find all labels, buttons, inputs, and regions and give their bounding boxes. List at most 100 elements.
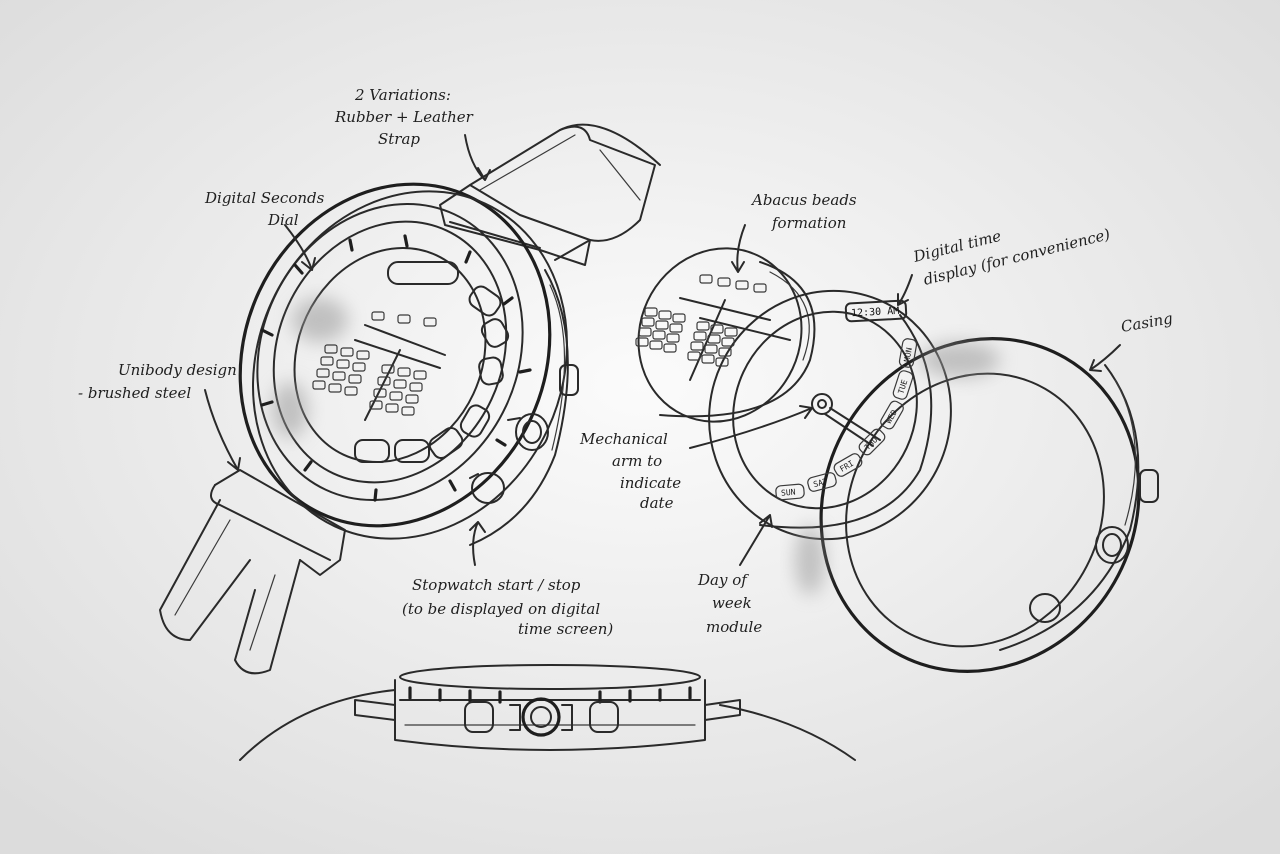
abacus-bead (340, 347, 354, 357)
main-watch-drawing (159, 123, 661, 675)
abacus-bead (693, 331, 707, 341)
abacus-bead (377, 376, 391, 386)
abacus-bead (423, 317, 437, 327)
time-display-readout: 12:30 AM (851, 306, 900, 320)
abacus-bead (701, 354, 715, 364)
abacus-bead (389, 391, 403, 401)
abacus-bead (324, 344, 338, 354)
abacus-bead (352, 362, 366, 372)
weekday-pill: TUE (892, 370, 914, 400)
abacus-bead (393, 379, 407, 389)
note-digital-seconds-dial: Digital Seconds Dial (204, 189, 325, 229)
weekday-pill: SAT (807, 472, 837, 492)
abacus-bead (401, 406, 415, 416)
note-unibody-design: Unibody design - brushed steel (78, 361, 237, 402)
abacus-bead (753, 283, 767, 293)
abacus-bead (715, 357, 729, 367)
abacus-bead (655, 320, 669, 330)
abacus-bead (638, 327, 652, 337)
svg-text:Abacus beads: Abacus beads (750, 191, 857, 209)
abacus-bead (644, 307, 658, 317)
svg-text:Mechanical: Mechanical (579, 430, 668, 448)
abacus-bead (718, 347, 732, 357)
abacus-bead (717, 277, 731, 287)
abacus-bead (704, 344, 718, 354)
abacus-bead (336, 359, 350, 369)
abacus-bead (658, 310, 672, 320)
abacus-bead (652, 330, 666, 340)
abacus-bead (699, 274, 713, 284)
svg-text:- brushed steel: - brushed steel (78, 384, 191, 402)
svg-text:formation: formation (771, 214, 846, 232)
note-abacus-beads: Abacus beads formation (750, 191, 857, 232)
svg-text:(to be displayed on digital: (to be displayed on digital (402, 600, 600, 618)
abacus-bead (707, 334, 721, 344)
note-day-of-week: Day of week module (697, 571, 762, 636)
abacus-bead (312, 380, 326, 390)
abacus-bead (397, 314, 411, 324)
main-watch-crowns (469, 364, 579, 504)
abacus-bead (385, 403, 399, 413)
digital-seconds-segments (354, 261, 510, 463)
abacus-bead (735, 280, 749, 290)
abacus-bead (348, 374, 362, 384)
svg-text:indicate: indicate (620, 474, 681, 492)
svg-text:Stopwatch start / stop: Stopwatch start / stop (412, 576, 581, 594)
note-mechanical-arm: Mechanical arm to indicate date (579, 430, 681, 512)
svg-text:time screen): time screen) (518, 620, 613, 638)
top-strap (439, 123, 661, 266)
abacus-bead (672, 313, 686, 323)
abacus-bead (696, 321, 710, 331)
annotation-arrows (204, 134, 1121, 566)
abacus-bead (405, 394, 419, 404)
bottom-strap (159, 469, 346, 675)
svg-text:Digital Seconds: Digital Seconds (204, 189, 325, 207)
abacus-bead (687, 351, 701, 361)
abacus-bead (332, 371, 346, 381)
abacus-bead (381, 364, 395, 374)
svg-text:arm to: arm to (612, 452, 662, 470)
bezel-ticks (260, 234, 532, 502)
svg-text:2 Variations:: 2 Variations: (354, 86, 451, 104)
side-view-drawing (239, 664, 856, 761)
abacus-bead (649, 340, 663, 350)
weekday-pill: SUN (775, 483, 805, 501)
svg-text:date: date (640, 494, 674, 512)
abacus-bead (409, 382, 423, 392)
abacus-bead (710, 324, 724, 334)
casing-part (795, 337, 1159, 673)
exploded-view-drawing (637, 247, 1159, 673)
weekday-label: SAT (812, 477, 828, 489)
abacus-bead (356, 350, 370, 360)
svg-text:Dial: Dial (267, 211, 299, 229)
abacus-bead (373, 388, 387, 398)
abacus-bead (666, 333, 680, 343)
svg-text:Day of: Day of (697, 571, 749, 589)
note-strap-variations: 2 Variations: Rubber + Leather Strap (334, 86, 474, 148)
note-stopwatch: Stopwatch start / stop (to be displayed … (402, 576, 613, 638)
abacus-bead (369, 400, 383, 410)
weekday-label: MON (902, 347, 913, 363)
svg-text:Unibody design: Unibody design (118, 361, 237, 379)
weekday-label: SUN (781, 488, 796, 498)
abacus-bead (320, 356, 334, 366)
svg-text:week: week (712, 594, 752, 612)
abacus-bead (690, 341, 704, 351)
abacus-bead (413, 370, 427, 380)
abacus-bead (721, 337, 735, 347)
abacus-bead (397, 367, 411, 377)
abacus-bead (663, 343, 677, 353)
abacus-bead (344, 386, 358, 396)
abacus-bead (641, 317, 655, 327)
abacus-bead (635, 337, 649, 347)
svg-text:Strap: Strap (378, 130, 420, 148)
svg-text:Rubber + Leather: Rubber + Leather (334, 108, 474, 126)
weekday-label: TUE (896, 378, 909, 395)
abacus-bead (371, 311, 385, 321)
abacus-bead (669, 323, 683, 333)
abacus-disk (637, 247, 816, 423)
abacus-bead (316, 368, 330, 378)
abacus-bead (328, 383, 342, 393)
